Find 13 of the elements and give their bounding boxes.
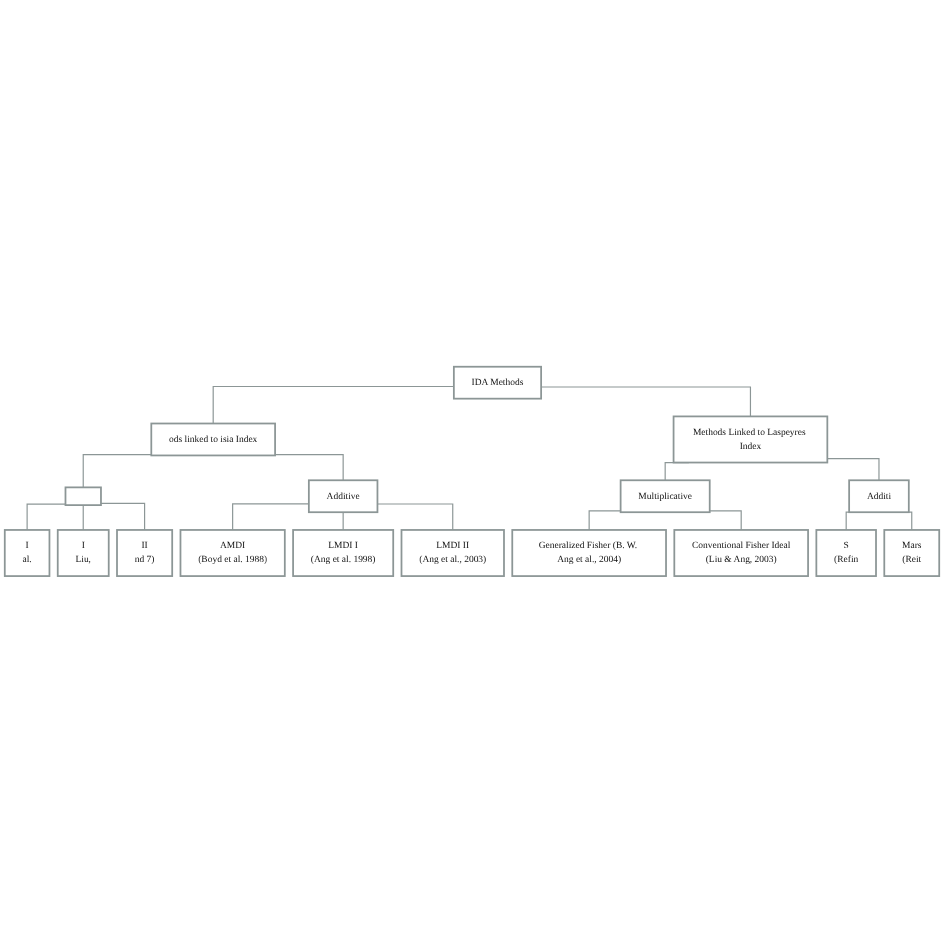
connector <box>709 510 742 532</box>
connector <box>826 458 880 482</box>
connector <box>100 503 146 532</box>
connector <box>212 386 455 425</box>
connector <box>232 503 310 532</box>
connector <box>82 505 84 532</box>
node-box <box>64 487 102 507</box>
connector <box>274 454 344 482</box>
connector <box>540 387 752 418</box>
connector <box>376 504 454 532</box>
connector <box>82 454 152 489</box>
connector <box>26 504 67 532</box>
connector <box>588 510 622 532</box>
